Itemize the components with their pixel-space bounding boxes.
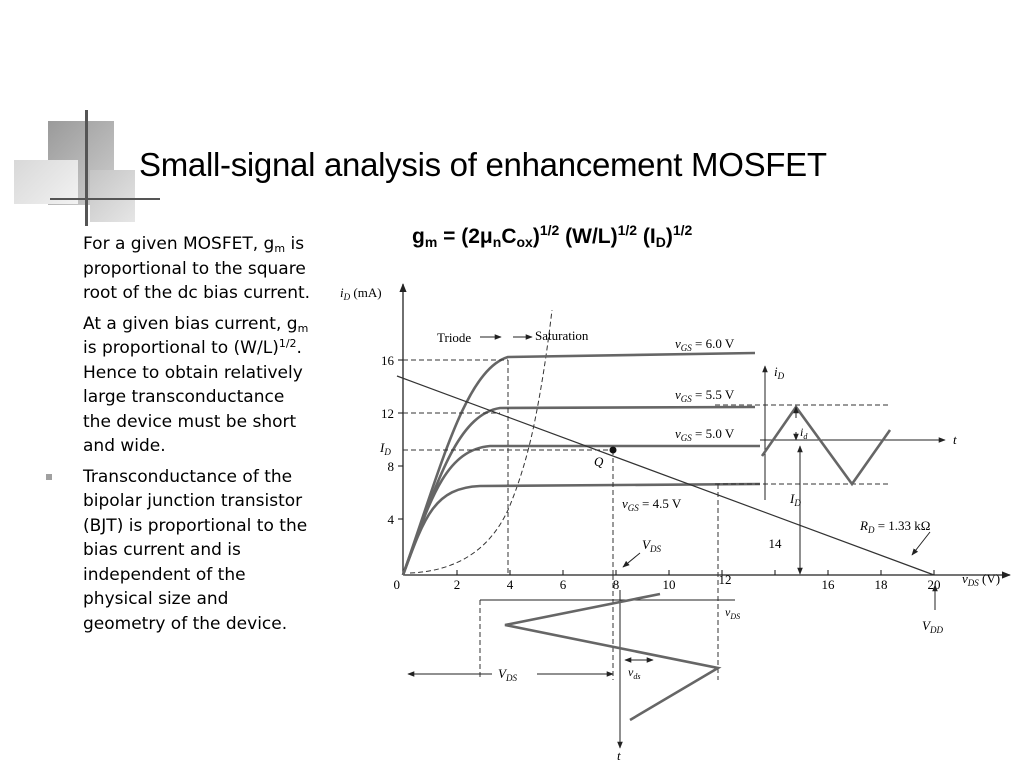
svg-text:16: 16 [381, 353, 395, 368]
svg-text:4: 4 [388, 512, 395, 527]
curve-vgs-4-5 [401, 482, 761, 576]
svg-text:20: 20 [928, 577, 941, 592]
corner-square-light [14, 160, 78, 204]
q-point [609, 446, 617, 454]
paragraph-gm-geometry: At a given bias current, gm is proportio… [83, 313, 309, 457]
y-axis-label: iD (mA) [340, 285, 382, 302]
load-line [396, 375, 935, 576]
guide-lines [403, 359, 890, 680]
curve-label-vgs-4-5: vGS = 4.5 V [622, 496, 682, 513]
vds-dc-label: VDS [498, 666, 517, 683]
vds-wave-t-label: t [617, 748, 621, 760]
triode-label: Triode [437, 330, 471, 345]
curve-vgs-5-0 [401, 444, 760, 576]
vds-small-label: vDS [725, 605, 740, 621]
curve-label-vgs-5-5: vGS = 5.5 V [675, 387, 735, 404]
id-waveform [760, 404, 892, 487]
svg-text:6: 6 [560, 577, 567, 592]
saturation-label: Saturation [535, 328, 589, 343]
mosfet-characteristics-figure: iD (mA) vDS (V) 0 2 4 6 8 10 12 16 18 20… [340, 283, 1011, 760]
curve-label-vgs-6-0: vGS = 6.0 V [675, 336, 735, 353]
paragraph-gm-bias: For a given MOSFET, gm is proportional t… [83, 234, 311, 303]
id-ac-label: id [800, 425, 808, 441]
vds-ac-label: vds [628, 665, 640, 681]
y-tick-labels: 4 8 12 16 [381, 353, 395, 527]
svg-text:12: 12 [381, 406, 394, 421]
id-wave-label: iD [774, 364, 785, 381]
gm-formula: gm = (2μnCox)1/2 (W/L)1/2 (ID)1/2 [412, 222, 693, 250]
q-label: Q [594, 454, 604, 469]
bullet-list: For a given MOSFET, gm is proportional t… [46, 232, 315, 642]
svg-text:4: 4 [507, 577, 514, 592]
svg-text:12: 12 [719, 572, 732, 587]
id-wave-t-label: t [953, 432, 957, 447]
corner-line-vertical [85, 110, 88, 226]
svg-text:18: 18 [875, 577, 888, 592]
corner-line-horizontal [50, 198, 160, 200]
corner-square-mid [90, 170, 135, 222]
svg-text:8: 8 [613, 577, 620, 592]
origin-label: 0 [394, 577, 401, 592]
y-tick-marks [398, 359, 403, 520]
vds-waveform [504, 592, 722, 722]
curve-label-vgs-5-0: vGS = 5.0 V [675, 426, 735, 443]
svg-text:8: 8 [388, 459, 395, 474]
characteristic-curves [401, 351, 761, 576]
x-tick-14: 14 [769, 536, 783, 551]
load-line-label: RD = 1.33 kΩ [859, 518, 930, 535]
y-id-label: ID [379, 440, 391, 457]
x-tick-marks [456, 570, 935, 575]
bullet-marker [46, 473, 52, 480]
svg-text:2: 2 [454, 577, 461, 592]
svg-text:16: 16 [822, 577, 836, 592]
paragraph-bjt: Transconductance of the bipolar junction… [46, 465, 315, 637]
svg-text:10: 10 [663, 577, 676, 592]
triode-saturation-boundary [409, 309, 553, 574]
vds-mark-label: VDS [642, 537, 661, 554]
page-title: Small-signal analysis of enhancement MOS… [139, 146, 827, 183]
vdd-label: VDD [922, 618, 943, 635]
x-axis-label: vDS (V) [962, 571, 1000, 588]
id-dc-label: ID [789, 491, 801, 508]
